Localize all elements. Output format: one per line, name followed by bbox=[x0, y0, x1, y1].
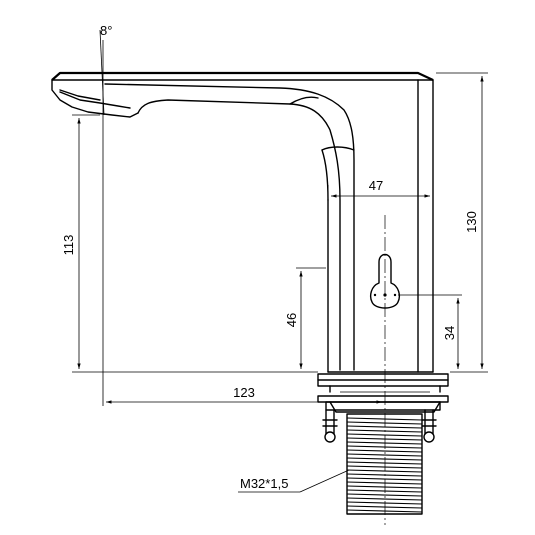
angle-dimension-label: 8° bbox=[100, 23, 112, 38]
thread-size-label: M32*1,5 bbox=[240, 476, 288, 491]
dimension-lines bbox=[72, 29, 488, 493]
sensor-right-dimension-label: 34 bbox=[442, 326, 457, 340]
sensor-left-dimension-label: 46 bbox=[284, 313, 299, 327]
shank-thread bbox=[346, 417, 423, 513]
faucet-body bbox=[51, 71, 434, 373]
total-height-dimension-label: 130 bbox=[464, 211, 479, 233]
spout-height-dimension-label: 113 bbox=[61, 235, 76, 256]
width-top-dimension-label: 47 bbox=[369, 178, 383, 193]
reach-dimension-label: 123 bbox=[233, 385, 255, 400]
mounting-hardware bbox=[317, 373, 449, 515]
